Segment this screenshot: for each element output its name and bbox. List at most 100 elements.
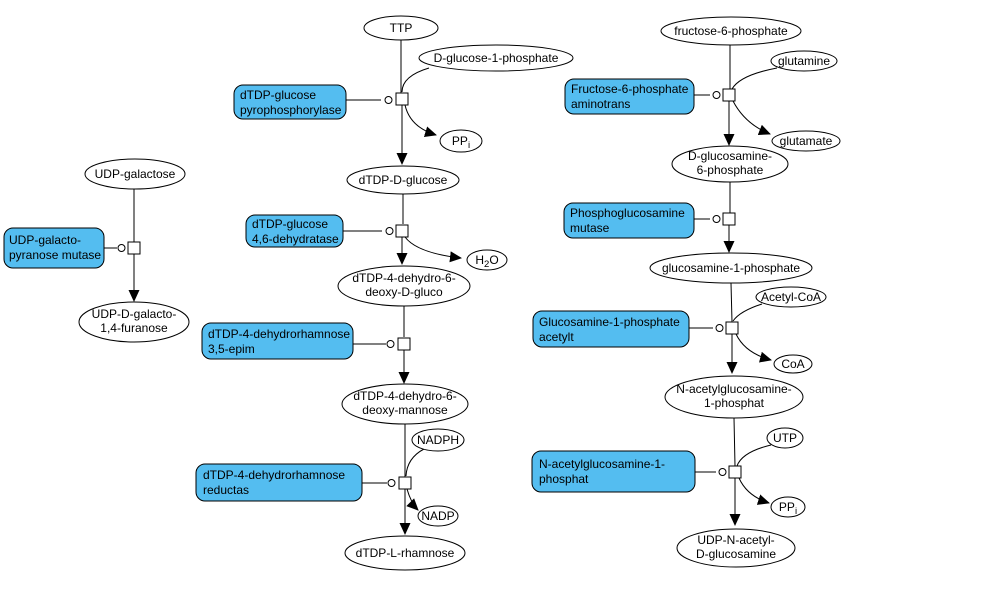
edge-glutamine-into-reaction: [731, 67, 778, 90]
enzyme-box-dtdp-glucose-pyrophosphorylase[interactable]: [233, 84, 347, 120]
metabolite-glutamine[interactable]: [770, 50, 838, 72]
edge-utp-into-reaction: [736, 444, 772, 467]
enzyme-label-line1[interactable]: UDP-galacto-: [9, 233, 81, 247]
metabolite-label[interactable]: fructose-6-phosphate: [674, 24, 788, 38]
metabolite-label[interactable]: H2O: [475, 253, 498, 270]
reaction-node-square[interactable]: [722, 212, 736, 226]
metabolite-label-line1[interactable]: D-glucosamine-: [688, 149, 772, 163]
metabolite-label-line2[interactable]: 1,4-furanose: [100, 321, 168, 335]
enzyme-label-line1[interactable]: dTDP-4-dehydrorhamnose: [208, 327, 350, 341]
reaction-node-square[interactable]: [397, 337, 411, 351]
metabolite-label-line2[interactable]: 6-phosphate: [697, 163, 764, 177]
metabolite-dtdp-l-rhamnose[interactable]: [344, 535, 466, 571]
reaction-port-circle: [384, 96, 393, 104]
metabolite-ttp[interactable]: [363, 15, 439, 41]
reaction-port-circle: [718, 468, 727, 476]
reaction-node-square[interactable]: [728, 465, 742, 479]
enzyme-label-line2[interactable]: 3,5-epim: [208, 342, 255, 356]
enzyme-label-line2[interactable]: mutase: [570, 221, 610, 235]
metabolite-acetyl-coa[interactable]: [755, 286, 827, 308]
metabolite-ppi[interactable]: [770, 496, 806, 518]
metabolite-label-line1[interactable]: N-acetylglucosamine-: [676, 382, 791, 396]
reaction-node-square[interactable]: [127, 241, 141, 255]
edge-coa-output-arrow: [735, 333, 772, 363]
reaction-port-circle: [387, 479, 396, 487]
metabolite-utp[interactable]: [766, 427, 804, 449]
metabolite-udp-galactose[interactable]: [84, 158, 186, 190]
metabolite-label[interactable]: PPi: [779, 500, 797, 517]
enzyme-label-line1[interactable]: N-acetylglucosamine-1-: [539, 457, 665, 471]
enzyme-box-dtdp-4-dehydrorhamnose-35-epim[interactable]: [201, 322, 354, 360]
enzyme-box-n-acetylglucosamine-1-phosphat[interactable]: [531, 450, 696, 493]
metabolite-nadph[interactable]: [411, 428, 465, 452]
edge-ppi-output-arrow: [738, 477, 770, 505]
metabolite-label[interactable]: glucosamine-1-phosphate: [662, 261, 800, 275]
enzyme-label-line1[interactable]: Glucosamine-1-phosphate: [539, 315, 680, 329]
metabolite-h2o[interactable]: [466, 249, 508, 271]
metabolite-label[interactable]: glutamate: [780, 134, 833, 148]
enzyme-label-line2[interactable]: aminotrans: [571, 97, 630, 111]
enzyme-box-dtdp-4-dehydrorhamnose-reductas[interactable]: [195, 463, 363, 502]
enzyme-label-line1[interactable]: dTDP-glucose: [252, 217, 328, 231]
metabolite-label-line1[interactable]: dTDP-4-dehydro-6-: [353, 389, 456, 403]
enzyme-label-line1[interactable]: dTDP-4-dehydrorhamnose: [203, 468, 345, 482]
metabolite-label-line2[interactable]: deoxy-mannose: [362, 403, 448, 417]
metabolite-label-line1[interactable]: dTDP-4-dehydro-6-: [352, 271, 455, 285]
enzyme-label-line2[interactable]: acetylt: [539, 330, 574, 344]
metabolite-label-line2[interactable]: D-glucosamine: [696, 547, 776, 561]
enzyme-box-udp-galacto-pyranose-mutase[interactable]: [3, 227, 105, 269]
metabolite-label-line2[interactable]: 1-phosphat: [704, 396, 765, 410]
edge-ppi-output-arrow: [404, 104, 437, 138]
enzyme-box-fructose-6-phosphate-aminotrans[interactable]: [564, 78, 695, 115]
metabolite-label[interactable]: dTDP-D-glucose: [359, 173, 448, 187]
metabolite-ppi[interactable]: [439, 129, 483, 153]
metabolite-udp-d-galacto-14-furanose[interactable]: [78, 301, 190, 343]
metabolite-label[interactable]: glutamine: [778, 54, 830, 68]
metabolite-label[interactable]: NADP: [421, 509, 454, 523]
pathway-galactan: UDP-galactose UDP-galacto- pyranose muta…: [3, 158, 190, 343]
metabolite-label[interactable]: D-glucose-1-phosphate: [434, 51, 559, 65]
metabolite-label-line1[interactable]: UDP-D-galacto-: [92, 307, 177, 321]
metabolite-label[interactable]: NADPH: [417, 433, 459, 447]
metabolite-d-glucose-1-phosphate[interactable]: [418, 44, 574, 72]
metabolite-label[interactable]: UDP-galactose: [95, 167, 176, 181]
reaction-port-circle: [386, 340, 395, 348]
metabolite-fructose-6-phosphate[interactable]: [660, 16, 802, 46]
metabolite-label[interactable]: Acetyl-CoA: [761, 290, 821, 304]
reaction-port-circle: [117, 244, 126, 252]
reaction-node-square[interactable]: [398, 476, 412, 490]
reaction-node-square[interactable]: [725, 321, 739, 335]
metabolite-coa[interactable]: [773, 354, 813, 374]
edge-glutamate-output-arrow: [732, 100, 771, 136]
edge-to-reaction: [733, 417, 736, 467]
metabolite-label-line2[interactable]: deoxy-D-gluco: [365, 285, 443, 299]
metabolite-udp-n-acetyl-d-glucosamine[interactable]: [676, 528, 796, 568]
metabolite-glutamate[interactable]: [771, 130, 841, 152]
edge-nadp-output-arrow: [406, 488, 419, 511]
metabolite-label[interactable]: dTDP-L-rhamnose: [356, 546, 455, 560]
metabolite-label[interactable]: UTP: [773, 431, 797, 445]
metabolite-label[interactable]: PPi: [452, 134, 470, 151]
metabolite-nadp[interactable]: [417, 505, 459, 527]
reaction-node-square[interactable]: [395, 224, 409, 238]
enzyme-box-glucosamine-1-phosphate-acetylt[interactable]: [532, 310, 690, 348]
metabolite-label[interactable]: TTP: [390, 21, 413, 35]
pathway-rhamnose: TTP D-glucose-1-phosphate dTDP-glucose p…: [195, 15, 574, 571]
enzyme-label-line1[interactable]: Fructose-6-phosphate: [571, 82, 689, 96]
enzyme-label-line2[interactable]: phosphat: [539, 472, 589, 486]
enzyme-label-line1[interactable]: dTDP-glucose: [240, 88, 316, 102]
enzyme-box-phosphoglucosamine-mutase[interactable]: [563, 202, 695, 239]
enzyme-label-line2[interactable]: 4,6-dehydratase: [252, 232, 339, 246]
enzyme-label-line1[interactable]: Phosphoglucosamine: [570, 206, 685, 220]
enzyme-box-dtdp-glucose-46-dehydratase[interactable]: [245, 214, 344, 248]
metabolite-label[interactable]: CoA: [781, 357, 804, 371]
reaction-port-circle: [385, 227, 394, 235]
enzyme-label-line2[interactable]: pyranose mutase: [9, 248, 101, 262]
enzyme-label-line2[interactable]: pyrophosphorylase: [240, 103, 342, 117]
reaction-node-square[interactable]: [722, 88, 736, 102]
edge-h2o-output-arrow: [404, 236, 462, 263]
metabolite-label-line1[interactable]: UDP-N-acetyl-: [697, 533, 774, 547]
enzyme-label-line2[interactable]: reductas: [203, 483, 249, 497]
reaction-node-square[interactable]: [395, 92, 409, 106]
